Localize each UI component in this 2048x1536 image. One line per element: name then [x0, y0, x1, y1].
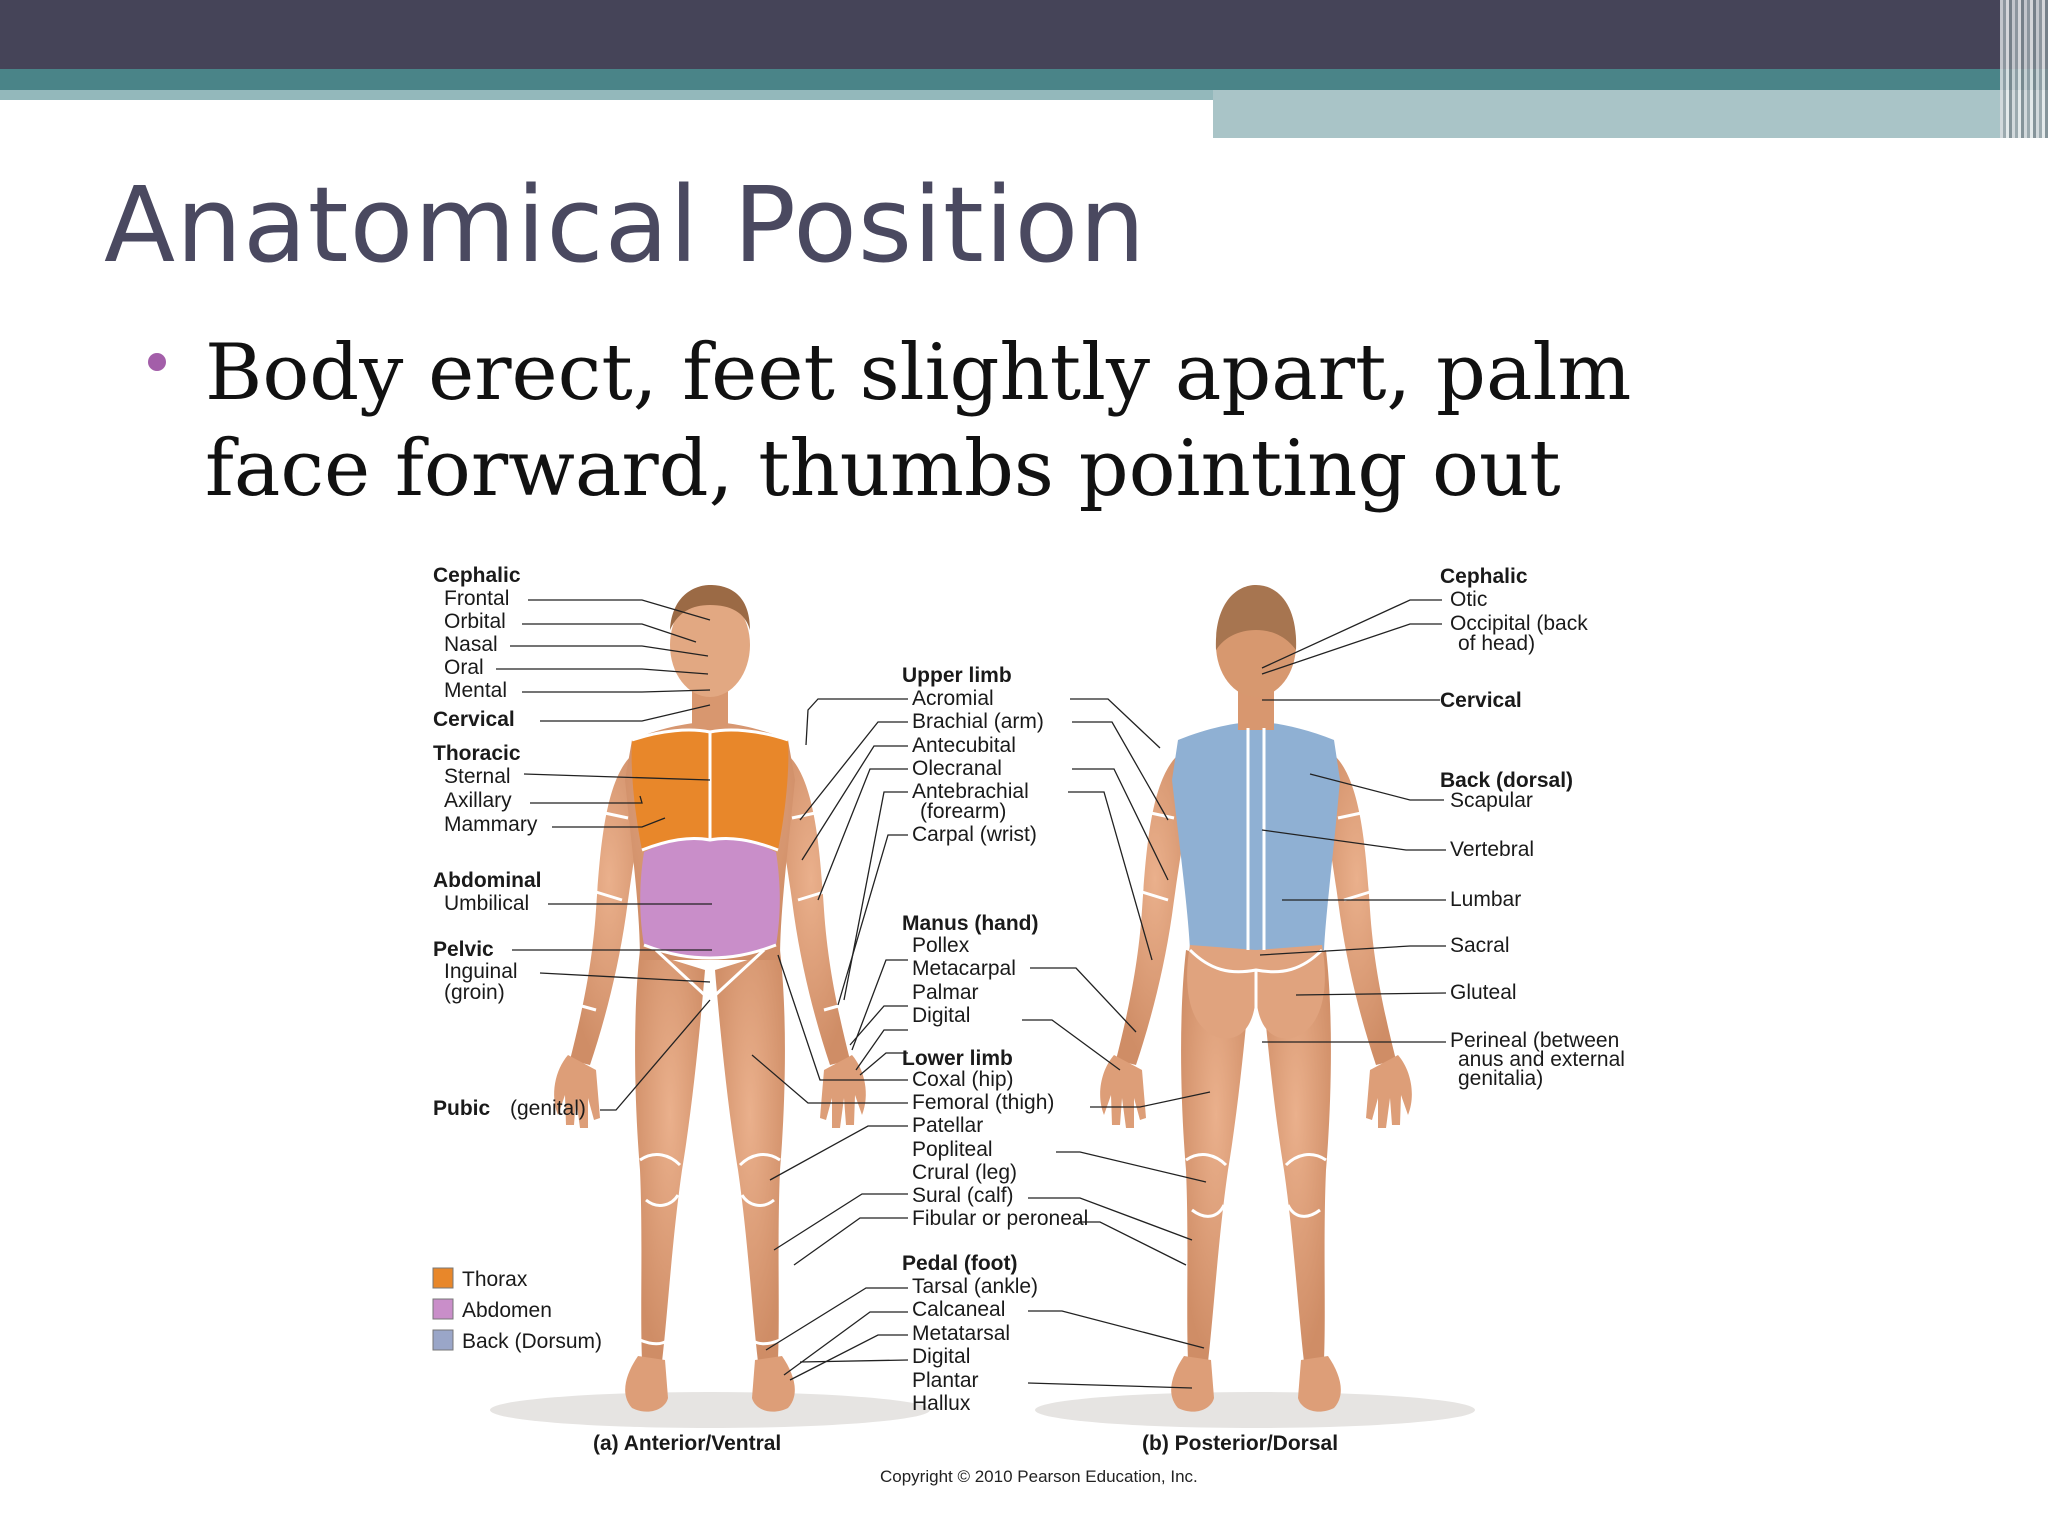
label-sural: Sural (calf) — [912, 1184, 1014, 1207]
label-pollex: Pollex — [912, 934, 970, 957]
middle-labels: Upper limb Acromial Brachial (arm) Antec… — [902, 664, 1088, 1415]
label-patellar: Patellar — [912, 1114, 983, 1137]
label-thoracic: Thoracic — [433, 742, 521, 765]
legend-swatch-back — [432, 1329, 454, 1351]
label-cephalic: Cephalic — [433, 564, 521, 587]
label-lower-limb: Lower limb — [902, 1047, 1013, 1070]
label-abdominal: Abdominal — [433, 869, 542, 892]
label-orbital: Orbital — [444, 610, 506, 633]
label-perineal-2: anus and external — [1458, 1048, 1625, 1071]
label-tarsal: Tarsal (ankle) — [912, 1275, 1038, 1298]
label-upper-limb: Upper limb — [902, 664, 1012, 687]
label-hallux: Hallux — [912, 1392, 971, 1415]
caption-anterior: (a) Anterior/Ventral — [593, 1432, 781, 1455]
legend-label-abdomen: Abdomen — [462, 1299, 552, 1322]
label-cervical-posterior: Cervical — [1440, 689, 1522, 712]
label-otic: Otic — [1450, 588, 1487, 611]
legend-label-back: Back (Dorsum) — [462, 1330, 602, 1353]
header-edge-decoration — [2000, 0, 2048, 138]
label-nasal: Nasal — [444, 633, 498, 656]
legend: Thorax Abdomen Back (Dorsum) — [432, 1267, 602, 1353]
legend-swatch-thorax — [432, 1267, 454, 1289]
label-pedal: Pedal (foot) — [902, 1252, 1018, 1275]
label-frontal: Frontal — [444, 587, 509, 610]
label-digital-hand: Digital — [912, 1004, 970, 1027]
posterior-body — [1100, 585, 1412, 1412]
anterior-body — [554, 585, 866, 1412]
label-olecranal: Olecranal — [912, 757, 1002, 780]
slide-title: Anatomical Position — [104, 164, 1147, 286]
label-cephalic-posterior: Cephalic — [1440, 565, 1528, 588]
caption-posterior: (b) Posterior/Dorsal — [1142, 1432, 1338, 1455]
label-brachial: Brachial (arm) — [912, 710, 1044, 733]
label-fibular: Fibular or peroneal — [912, 1207, 1088, 1230]
label-axillary: Axillary — [444, 789, 512, 812]
label-vertebral: Vertebral — [1450, 838, 1534, 861]
label-of-head: of head) — [1458, 632, 1535, 655]
floor-shadow-posterior — [1035, 1392, 1475, 1428]
bullet-text: Body erect, feet slightly apart, palm fa… — [205, 328, 1632, 514]
label-occipital: Occipital (back — [1450, 612, 1588, 635]
legend-label-thorax: Thorax — [462, 1268, 528, 1291]
label-crural: Crural (leg) — [912, 1161, 1017, 1184]
right-labels: Cephalic Otic Occipital (back of head) C… — [1440, 565, 1625, 1090]
label-forearm: (forearm) — [920, 800, 1006, 823]
label-palmar: Palmar — [912, 981, 979, 1004]
label-antecubital: Antecubital — [912, 734, 1016, 757]
label-mammary: Mammary — [444, 813, 538, 836]
label-umbilical: Umbilical — [444, 892, 529, 915]
label-pubic: Pubic — [433, 1097, 490, 1120]
bullet-dot-icon — [148, 353, 166, 371]
header-teal-stripe — [0, 69, 2048, 90]
label-perineal-3: genitalia) — [1458, 1067, 1543, 1090]
label-genital: (genital) — [510, 1097, 586, 1120]
label-metatarsal: Metatarsal — [912, 1322, 1010, 1345]
label-perineal-1: Perineal (between — [1450, 1029, 1619, 1052]
label-scapular: Scapular — [1450, 789, 1533, 812]
label-popliteal: Popliteal — [912, 1138, 993, 1161]
label-digital-foot: Digital — [912, 1345, 970, 1368]
label-back-dorsal: Back (dorsal) — [1440, 769, 1573, 792]
label-metacarpal: Metacarpal — [912, 957, 1016, 980]
left-labels: Cephalic Frontal Orbital Nasal Oral Ment… — [433, 564, 586, 1120]
label-inguinal: Inguinal — [444, 960, 518, 983]
label-manus: Manus (hand) — [902, 912, 1039, 935]
label-sternal: Sternal — [444, 765, 511, 788]
label-oral: Oral — [444, 656, 484, 679]
label-acromial: Acromial — [912, 687, 994, 710]
label-pelvic: Pelvic — [433, 938, 494, 961]
label-calcaneal: Calcaneal — [912, 1298, 1005, 1321]
copyright-text: Copyright © 2010 Pearson Education, Inc. — [880, 1467, 1198, 1486]
label-mental: Mental — [444, 679, 507, 702]
header-light-stripe — [0, 90, 1213, 100]
label-coxal: Coxal (hip) — [912, 1068, 1014, 1091]
label-cervical-anterior: Cervical — [433, 708, 515, 731]
leader-lines — [496, 599, 1447, 1389]
header-bar — [0, 0, 2048, 69]
label-carpal: Carpal (wrist) — [912, 823, 1037, 846]
floor-shadow-anterior — [490, 1392, 930, 1428]
label-sacral: Sacral — [1450, 934, 1510, 957]
label-plantar: Plantar — [912, 1369, 979, 1392]
label-groin: (groin) — [444, 981, 505, 1004]
label-femoral: Femoral (thigh) — [912, 1091, 1054, 1114]
legend-swatch-abdomen — [432, 1298, 454, 1320]
anatomy-figure: Cephalic Frontal Orbital Nasal Oral Ment… — [432, 564, 1625, 1455]
label-gluteal: Gluteal — [1450, 981, 1517, 1004]
label-lumbar: Lumbar — [1450, 888, 1521, 911]
header-light-block — [1213, 90, 2048, 138]
label-antebrachial: Antebrachial — [912, 780, 1029, 803]
